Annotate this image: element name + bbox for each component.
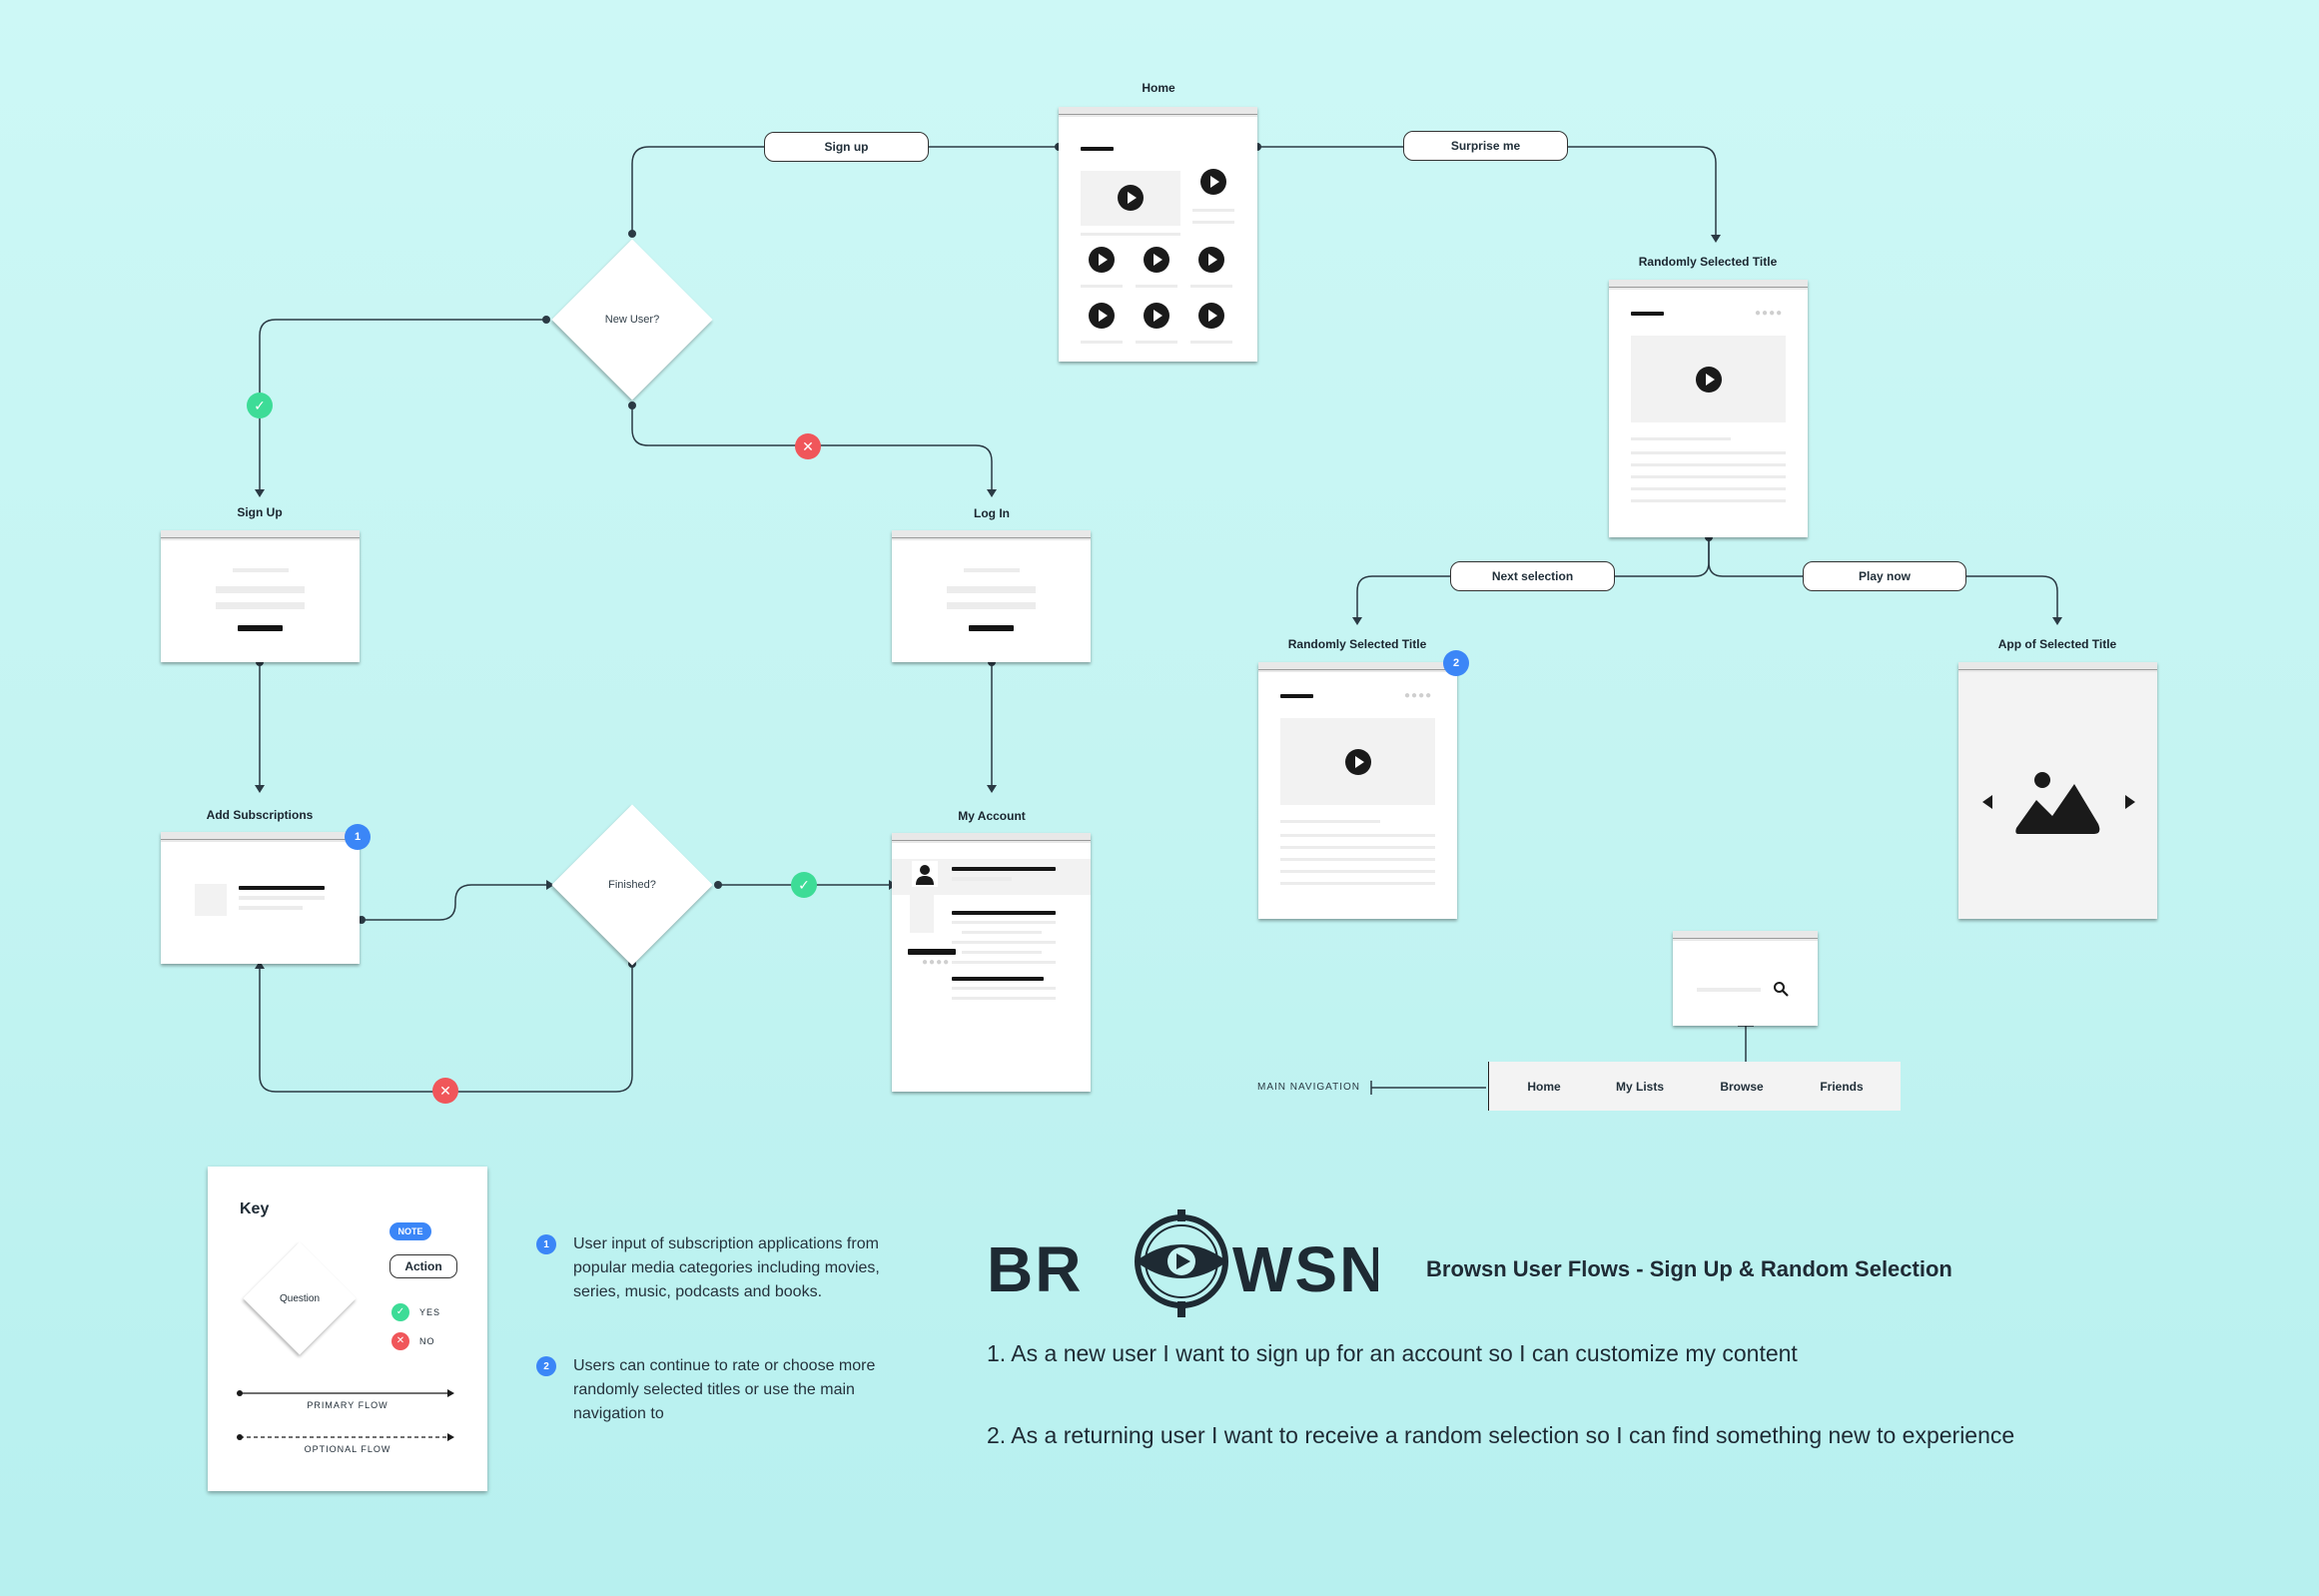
key-question-shape: Question: [240, 1238, 360, 1358]
search-icon[interactable]: [1773, 981, 1789, 1002]
play-icon[interactable]: [1198, 303, 1224, 329]
play-icon[interactable]: [1200, 169, 1226, 195]
user-story-2: 2. As a returning user I want to receive…: [987, 1422, 2015, 1448]
key-note-badge: NOTE: [389, 1222, 431, 1240]
main-navigation-bar: Home My Lists Browse Friends: [1488, 1062, 1901, 1111]
play-icon[interactable]: [1144, 303, 1169, 329]
key-no-label: NO: [419, 1336, 435, 1346]
new-user-question: New User?: [547, 235, 717, 404]
note-2-text: Users can continue to rate or choose mor…: [573, 1357, 876, 1422]
avatar: [912, 861, 938, 887]
user-story-1: 1. As a new user I want to sign up for a…: [987, 1340, 1798, 1366]
key-title: Key: [240, 1200, 270, 1217]
play-icon[interactable]: [1144, 247, 1169, 273]
screen-title-random-next: Randomly Selected Title: [1287, 637, 1427, 651]
next-selection-action[interactable]: Next selection: [1450, 561, 1615, 591]
image-icon: [2014, 768, 2102, 843]
screen-title-app-of-selected: App of Selected Title: [1997, 637, 2117, 651]
chevron-left-icon[interactable]: [1982, 795, 1992, 814]
play-icon[interactable]: [1198, 247, 1224, 273]
note-2-marker: 2: [1443, 650, 1469, 676]
nav-home[interactable]: Home: [1527, 1079, 1561, 1094]
screen-title-sign-up: Sign Up: [237, 505, 283, 519]
log-in-screen[interactable]: [892, 530, 1091, 662]
svg-text:BR: BR: [987, 1233, 1083, 1305]
home-screen[interactable]: [1059, 107, 1257, 362]
play-icon[interactable]: [1089, 303, 1115, 329]
play-icon[interactable]: [1118, 185, 1144, 211]
random-title-next-screen[interactable]: ●●●●: [1258, 662, 1457, 919]
screen-title-home: Home: [1142, 81, 1175, 95]
screen-title-random-top: Randomly Selected Title: [1638, 255, 1778, 269]
nav-browse[interactable]: Browse: [1720, 1079, 1764, 1094]
new-user-label: New User?: [604, 314, 660, 326]
key-no-icon: ✕: [391, 1332, 409, 1350]
finished-question: Finished?: [547, 800, 717, 970]
play-icon[interactable]: [1089, 247, 1115, 273]
random-title-screen[interactable]: ●●●●: [1609, 280, 1808, 537]
screen-title-my-account: My Account: [958, 809, 1026, 823]
chevron-right-icon[interactable]: [2125, 795, 2135, 814]
submit-button[interactable]: [238, 625, 283, 631]
key-yes-icon: ✓: [391, 1303, 409, 1321]
my-account-screen[interactable]: ●●●●: [892, 833, 1091, 1092]
sign-up-screen[interactable]: [161, 530, 360, 662]
note-1-text: User input of subscription applications …: [573, 1235, 880, 1300]
note-2-number: 2: [536, 1356, 556, 1376]
key-question-label: Question: [279, 1292, 321, 1304]
key-action-pill: Action: [389, 1254, 457, 1278]
svg-text:WSN: WSN: [1232, 1233, 1378, 1305]
key-primary-flow-label: PRIMARY FLOW: [307, 1400, 388, 1410]
main-navigation-label: MAIN NAVIGATION: [1257, 1082, 1360, 1093]
user-icon: [916, 865, 934, 885]
surprise-me-action[interactable]: Surprise me: [1403, 131, 1568, 161]
play-icon[interactable]: [1696, 367, 1722, 393]
nav-my-lists[interactable]: My Lists: [1615, 1079, 1664, 1094]
browsn-logo: BR WSN: [987, 1205, 1385, 1324]
play-icon[interactable]: [1345, 749, 1371, 775]
search-input[interactable]: [1697, 988, 1761, 992]
finished-label: Finished?: [608, 879, 656, 891]
yes-icon: ✓: [247, 393, 273, 418]
screen-title-log-in: Log In: [974, 506, 1010, 520]
nav-friends[interactable]: Friends: [1820, 1079, 1864, 1094]
add-subscriptions-screen[interactable]: [161, 832, 360, 964]
note-1-marker: 1: [345, 824, 371, 850]
app-of-selected-screen[interactable]: [1958, 662, 2157, 919]
key-optional-flow-label: OPTIONAL FLOW: [304, 1444, 391, 1454]
no-icon: ✕: [795, 433, 821, 459]
no-icon: ✕: [432, 1078, 458, 1104]
sign-up-action[interactable]: Sign up: [764, 132, 929, 162]
legend-key: Key Question NOTE Action ✓ YES ✕ NO PRIM…: [208, 1167, 487, 1491]
page-heading: Browsn User Flows - Sign Up & Random Sel…: [1426, 1256, 1952, 1281]
search-screen[interactable]: [1673, 931, 1818, 1026]
login-button[interactable]: [969, 625, 1014, 631]
key-yes-label: YES: [419, 1307, 441, 1317]
note-1-number: 1: [536, 1234, 556, 1254]
screen-title-add-subscriptions: Add Subscriptions: [206, 808, 314, 822]
play-now-action[interactable]: Play now: [1803, 561, 1966, 591]
yes-icon: ✓: [791, 872, 817, 898]
key-flow-lines: [237, 1389, 454, 1441]
